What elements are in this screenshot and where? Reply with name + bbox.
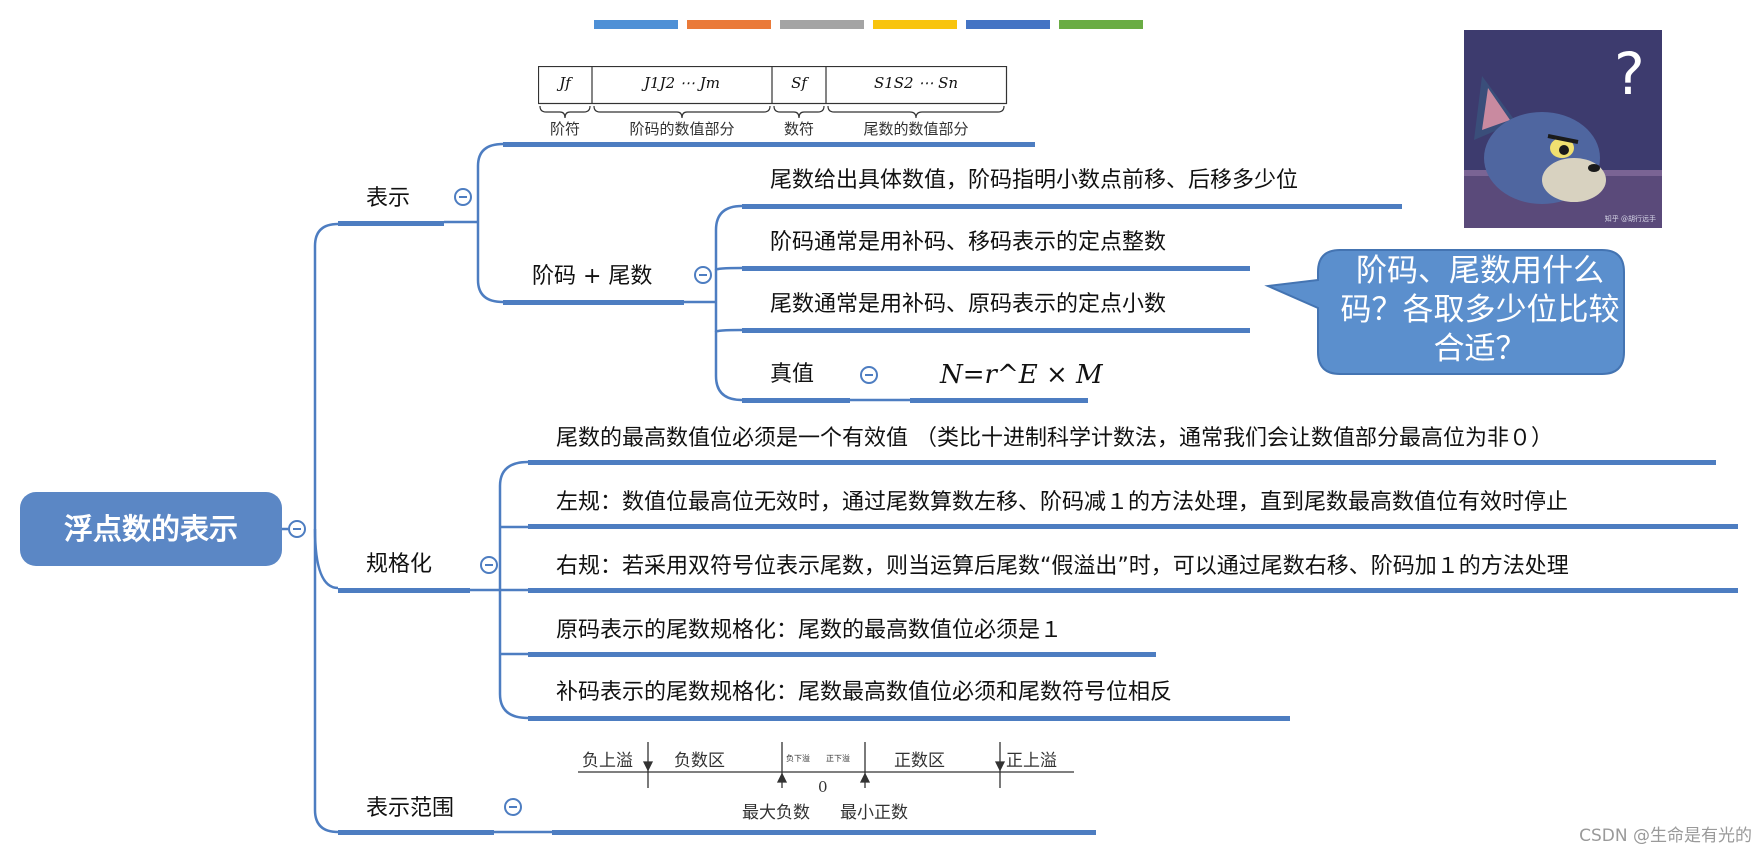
sticker-image: ? 知乎 @胡行远手 <box>1464 30 1662 228</box>
collapse-true-value-icon[interactable] <box>860 366 878 384</box>
color-swatch <box>873 20 957 29</box>
range-zero: 0 <box>818 778 828 796</box>
range-figure: 负上溢 负数区 负下溢 正下溢 正数区 正上溢 0 最大负数 最小正数 <box>576 740 1076 832</box>
callout-text: 阶码、尾数用什么码？各取多少位比较合适？ <box>1340 253 1620 367</box>
range-neg-region: 负数区 <box>674 751 725 771</box>
float-format-figure: Jf J1J2 ⋯ Jm Sf S1S2 ⋯ Sn 阶符 阶码的数值部分 数符 … <box>538 66 1008 140</box>
range-min-positive: 最小正数 <box>840 803 908 823</box>
normalization-item[interactable]: 右规：若采用双符号位表示尾数，则当运算后尾数“假溢出”时，可以通过尾数右移、阶码… <box>556 554 1569 579</box>
node-representation[interactable]: 表示 <box>366 186 411 211</box>
range-neg-overflow: 负上溢 <box>582 751 633 771</box>
color-swatch <box>1059 20 1143 29</box>
format-caption-exponent-sign: 阶符 <box>549 120 580 138</box>
format-caption-mantissa-value: 尾数的数值部分 <box>863 120 969 138</box>
exp-mantissa-item-underline <box>742 204 1402 209</box>
node-exp-mantissa-underline <box>503 300 684 305</box>
format-cell-sign-mantissa: Sf <box>791 74 807 92</box>
true-value-formula: N=r^E × M <box>940 360 1103 390</box>
format-cell-sign-exponent: Jf <box>559 74 571 92</box>
range-figure-underline <box>552 830 1096 835</box>
node-true-value-underline <box>742 398 850 403</box>
normalization-item-underline <box>528 652 1156 657</box>
color-swatch <box>594 20 678 29</box>
collapse-range-icon[interactable] <box>504 798 522 816</box>
exp-mantissa-item-underline <box>742 266 1250 271</box>
color-swatch <box>780 20 864 29</box>
exp-mantissa-item-underline <box>742 328 1250 333</box>
color-swatch <box>687 20 771 29</box>
node-representation-underline <box>338 221 444 226</box>
normalization-item-underline <box>528 716 1290 721</box>
range-pos-underflow: 正下溢 <box>826 754 850 763</box>
collapse-normalization-icon[interactable] <box>480 556 498 574</box>
watermark: CSDN @生命是有光的 <box>1579 826 1752 846</box>
color-swatch <box>966 20 1050 29</box>
root-node[interactable]: 浮点数的表示 <box>20 492 282 566</box>
range-pos-region: 正数区 <box>894 751 945 771</box>
collapse-root-icon[interactable] <box>288 520 306 538</box>
collapse-representation-icon[interactable] <box>454 188 472 206</box>
format-caption-exponent-value: 阶码的数值部分 <box>629 120 735 138</box>
true-value-formula-underline <box>910 398 1088 403</box>
normalization-item-underline <box>528 524 1738 529</box>
collapse-exp-mantissa-icon[interactable] <box>694 266 712 284</box>
sticker-credit: 知乎 @胡行远手 <box>1604 215 1656 223</box>
format-figure-underline <box>503 142 1035 147</box>
node-normalization-underline <box>338 588 470 593</box>
normalization-item-underline <box>528 460 1716 465</box>
exp-mantissa-item[interactable]: 阶码通常是用补码、移码表示的定点整数 <box>770 230 1167 255</box>
normalization-item[interactable]: 尾数的最高数值位必须是一个有效值 （类比十进制科学计数法，通常我们会让数值部分最… <box>556 426 1553 451</box>
normalization-item[interactable]: 原码表示的尾数规格化：尾数的最高数值位必须是１ <box>556 618 1063 643</box>
range-pos-overflow: 正上溢 <box>1006 751 1057 771</box>
node-range[interactable]: 表示范围 <box>366 796 455 821</box>
format-cell-exponent-value: J1J2 ⋯ Jm <box>644 74 720 92</box>
exp-mantissa-item[interactable]: 尾数通常是用补码、原码表示的定点小数 <box>770 292 1167 317</box>
node-exp-mantissa[interactable]: 阶码 + 尾数 <box>532 264 653 289</box>
normalization-item-underline <box>528 588 1738 593</box>
range-max-negative: 最大负数 <box>742 803 810 823</box>
normalization-item[interactable]: 补码表示的尾数规格化：尾数最高数值位必须和尾数符号位相反 <box>556 680 1173 705</box>
format-cell-mantissa-value: S1S2 ⋯ Sn <box>873 74 959 92</box>
sticker-question-mark: ? <box>1614 40 1645 108</box>
format-caption-mantissa-sign: 数符 <box>783 120 814 138</box>
node-range-underline <box>338 830 494 835</box>
node-true-value[interactable]: 真值 <box>770 362 815 387</box>
exp-mantissa-item[interactable]: 尾数给出具体数值，阶码指明小数点前移、后移多少位 <box>770 168 1299 193</box>
callout-bubble <box>1264 249 1625 375</box>
normalization-item[interactable]: 左规：数值位最高位无效时，通过尾数算数左移、阶码减１的方法处理，直到尾数最高数值… <box>556 490 1569 515</box>
range-neg-underflow: 负下溢 <box>786 754 810 763</box>
node-normalization[interactable]: 规格化 <box>366 552 433 577</box>
